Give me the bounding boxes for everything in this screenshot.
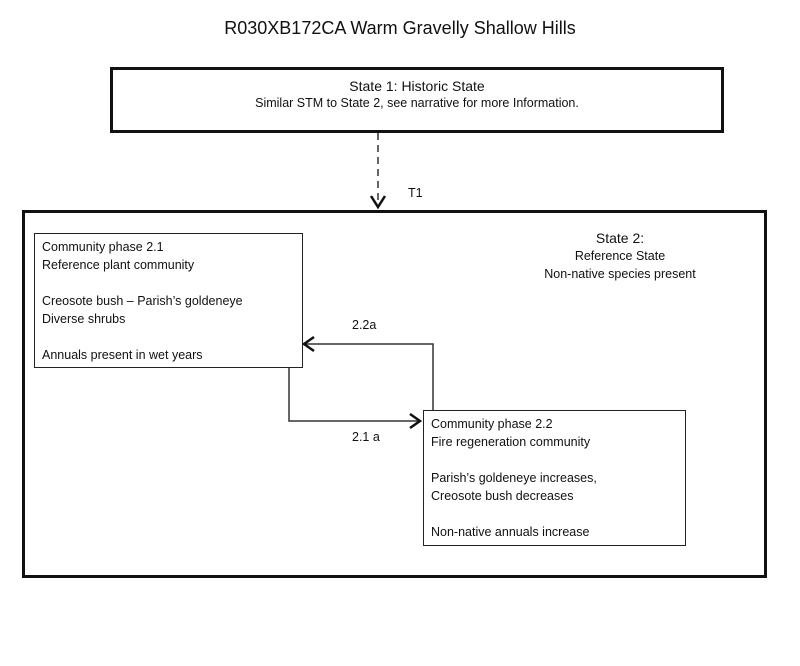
phase-title: Community phase 2.1 [42, 240, 164, 254]
phase-line: Annuals present in wet years [42, 348, 203, 362]
phase-line: Non-native annuals increase [431, 525, 590, 539]
diagram-title: R030XB172CA Warm Gravelly Shallow Hills [224, 18, 576, 38]
phase-subtitle: Reference plant community [42, 258, 195, 272]
state-2-box [22, 210, 767, 578]
state-2-line2: Non-native species present [544, 267, 696, 281]
pathway-2-1a-arrow [288, 368, 423, 430]
state-1-note: Similar STM to State 2, see narrative fo… [255, 96, 579, 110]
state-1-box: State 1: Historic State Similar STM to S… [110, 67, 724, 133]
state-1-heading: State 1: Historic State [349, 78, 485, 94]
phase-line: Creosote bush decreases [431, 489, 574, 503]
state-2-heading: State 2: [595, 230, 645, 246]
pathway-2-2a-label: 2.2a [352, 318, 377, 332]
state-2-label: State 2: Reference State Non-native spec… [520, 229, 720, 283]
phase-title: Community phase 2.2 [431, 417, 553, 431]
transition-t1-arrow [369, 133, 387, 210]
phase-subtitle: Fire regeneration community [431, 435, 591, 449]
pathway-2-1a-label: 2.1 a [352, 430, 380, 444]
phase-line: Creosote bush – Parish’s goldeneye [42, 294, 243, 308]
pathway-2-2a-arrow [301, 335, 434, 410]
state-2-line1: Reference State [574, 249, 666, 263]
transition-t1-label: T1 [408, 186, 423, 200]
phase-line: Diverse shrubs [42, 312, 126, 326]
community-phase-2-2-box: Community phase 2.2 Fire regeneration co… [423, 410, 686, 546]
community-phase-2-1-box: Community phase 2.1 Reference plant comm… [34, 233, 303, 368]
phase-line: Parish’s goldeneye increases, [431, 471, 597, 485]
